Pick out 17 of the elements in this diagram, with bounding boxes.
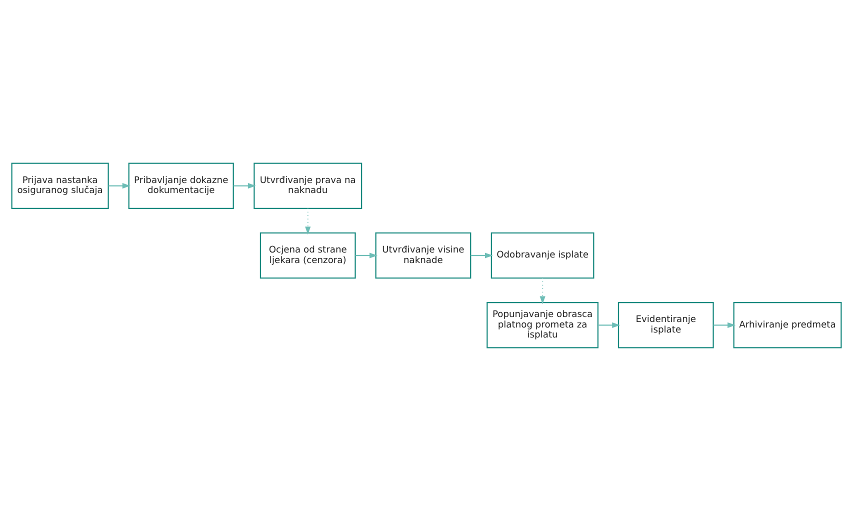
node-box: Ocjena od strane ljekara (cenzora) — [260, 232, 356, 279]
node-box: Popunjavanje obrasca platnog prometa za isplatu — [486, 302, 599, 348]
arrow — [234, 183, 256, 189]
node-box: Evidentiranje isplate — [618, 302, 714, 348]
arrow — [713, 322, 736, 328]
arrow — [598, 322, 620, 328]
arrow — [470, 252, 493, 258]
node-box: Prijava nastanka osiguranog slučaja — [11, 162, 109, 209]
arrow — [108, 183, 130, 189]
arrow — [540, 278, 546, 304]
node-box: Arhiviranje predmeta — [733, 302, 842, 348]
node-box: Utvrđivanje prava na naknadu — [254, 162, 362, 209]
arrow — [355, 252, 378, 258]
arrow — [305, 208, 311, 235]
node-box: Pribavljanje dokazne dokumentacije — [128, 162, 234, 209]
node-box: Utvrđivanje visine naknade — [375, 232, 472, 279]
node-box: Odobravanje isplate — [490, 232, 594, 279]
